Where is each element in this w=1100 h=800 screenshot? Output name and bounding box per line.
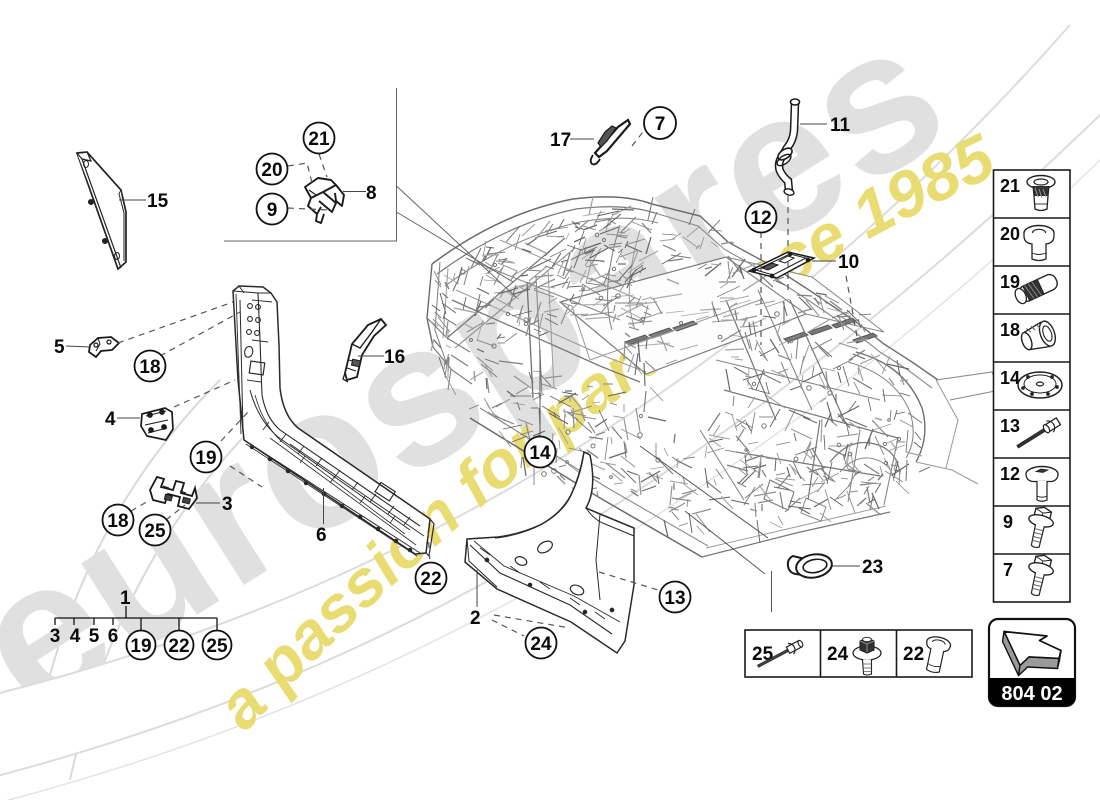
svg-text:17: 17 [550, 130, 571, 151]
svg-text:13: 13 [664, 588, 685, 609]
svg-text:11: 11 [830, 115, 851, 136]
svg-text:25: 25 [752, 644, 774, 665]
svg-text:804 02: 804 02 [1001, 683, 1062, 705]
svg-text:23: 23 [862, 557, 883, 578]
svg-text:8: 8 [366, 183, 377, 204]
svg-text:21: 21 [308, 129, 330, 150]
svg-text:3: 3 [50, 626, 61, 647]
svg-text:12: 12 [1000, 464, 1020, 484]
svg-text:7: 7 [1003, 560, 1013, 580]
svg-text:4: 4 [70, 626, 81, 647]
svg-text:14: 14 [1000, 368, 1020, 388]
svg-text:18: 18 [1000, 320, 1020, 340]
svg-text:7: 7 [655, 114, 666, 135]
svg-text:25: 25 [144, 521, 166, 542]
svg-text:16: 16 [384, 347, 405, 368]
svg-text:3: 3 [222, 494, 233, 515]
svg-text:13: 13 [1000, 416, 1020, 436]
svg-text:12: 12 [750, 208, 771, 229]
svg-text:24: 24 [530, 634, 552, 655]
svg-text:22: 22 [903, 644, 924, 665]
svg-text:2: 2 [470, 608, 481, 629]
svg-text:14: 14 [529, 443, 551, 464]
svg-text:24: 24 [827, 644, 849, 665]
svg-text:15: 15 [147, 191, 169, 212]
svg-text:22: 22 [420, 569, 441, 590]
svg-text:6: 6 [108, 626, 119, 647]
svg-text:1: 1 [120, 588, 131, 609]
svg-text:20: 20 [261, 160, 282, 181]
svg-text:25: 25 [206, 636, 228, 657]
svg-text:18: 18 [139, 357, 160, 378]
svg-text:22: 22 [168, 636, 189, 657]
svg-text:19: 19 [130, 636, 151, 657]
svg-text:4: 4 [105, 409, 116, 430]
svg-text:20: 20 [1000, 224, 1020, 244]
svg-text:6: 6 [316, 525, 327, 546]
svg-text:18: 18 [107, 511, 128, 532]
svg-text:9: 9 [267, 200, 278, 221]
svg-text:10: 10 [838, 252, 859, 273]
svg-text:5: 5 [54, 337, 65, 358]
svg-text:19: 19 [195, 448, 216, 469]
svg-text:21: 21 [1000, 176, 1020, 196]
svg-text:19: 19 [1000, 272, 1020, 292]
svg-text:9: 9 [1003, 512, 1013, 532]
svg-text:5: 5 [89, 626, 100, 647]
